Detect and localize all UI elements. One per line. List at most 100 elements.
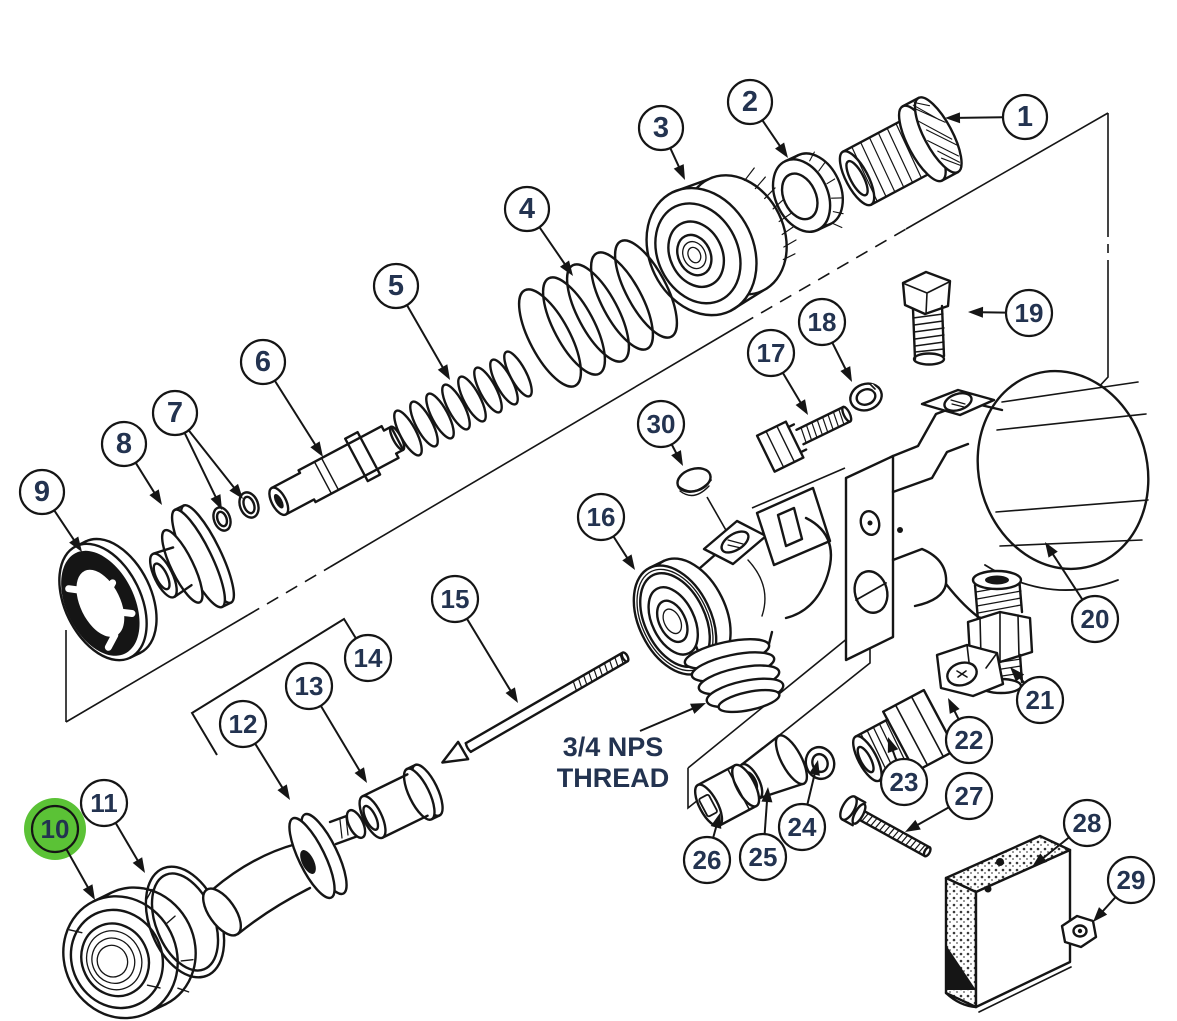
callout-number: 20 [1081, 604, 1110, 634]
callout-17[interactable]: 17 [746, 328, 808, 415]
callout-21[interactable]: 21 [1010, 667, 1065, 725]
callout-circle [576, 492, 626, 542]
callout-10[interactable]: 10 [24, 798, 95, 900]
part-20-graphic [844, 369, 1150, 662]
callout-number: 28 [1073, 808, 1102, 838]
callout-circle [1015, 675, 1065, 725]
thread-label-line1: 3/4 NPS [563, 732, 664, 762]
callout-number: 5 [388, 270, 404, 302]
callout-11[interactable]: 11 [79, 778, 145, 873]
callout-4[interactable]: 4 [503, 185, 573, 276]
callout-circle [30, 804, 80, 854]
part-30-graphic [676, 467, 712, 497]
part-8-graphic [148, 503, 236, 609]
leader-arrowhead [809, 760, 820, 776]
leader-line [639, 707, 695, 732]
leader-line [114, 822, 140, 863]
callout-1[interactable]: 1 [945, 93, 1049, 141]
callout-number: 26 [693, 845, 722, 875]
leader-arrowhead [968, 306, 984, 318]
callout-8[interactable]: 8 [100, 420, 162, 505]
part-1-graphic [838, 96, 963, 207]
callout-number: 30 [647, 409, 676, 439]
callout-circle [284, 661, 334, 711]
callout-number: 22 [955, 725, 984, 755]
leader-arrowhead [1045, 542, 1058, 558]
callout-28[interactable]: 28 [1032, 798, 1112, 867]
boundary-lines [65, 112, 1109, 921]
leader-line [1041, 836, 1070, 860]
callout-number: 19 [1015, 298, 1044, 328]
callout-number: 14 [354, 643, 383, 673]
callout-number: 11 [90, 788, 118, 818]
leader-arrowhead [132, 857, 145, 873]
leader-arrowhead [1032, 853, 1048, 867]
callout-circle [1001, 93, 1049, 141]
callout-20[interactable]: 20 [1045, 542, 1120, 644]
leader-arrowhead [905, 819, 921, 832]
part-19-graphic [901, 270, 952, 366]
part-24-graphic [804, 745, 836, 781]
callout-26[interactable]: 26 [682, 813, 732, 885]
callout-16[interactable]: 16 [576, 492, 635, 570]
callout-18[interactable]: 18 [797, 297, 852, 382]
leader-line [273, 380, 317, 447]
callout-6[interactable]: 6 [239, 338, 323, 457]
callout-number: 24 [788, 812, 817, 842]
leader-arrowhead [69, 536, 82, 552]
callout-7[interactable]: 7 [151, 389, 243, 510]
callout-3[interactable]: 3 [637, 104, 685, 180]
callout-number: 17 [757, 338, 786, 368]
leader-arrowhead [1093, 907, 1108, 922]
part-6-graphic [268, 424, 406, 517]
part-5-graphic [393, 350, 533, 457]
callout-circle [746, 328, 796, 378]
callout-circle [637, 104, 685, 152]
leader-line [1051, 552, 1084, 601]
callout-14[interactable]: 14 [190, 617, 393, 756]
leader-line [466, 618, 513, 693]
callout-25[interactable]: 25 [738, 787, 788, 882]
callout-23[interactable]: 23 [879, 737, 929, 807]
leader-arrowhead [229, 483, 243, 499]
leader-line [781, 372, 803, 405]
callout-9[interactable]: 9 [18, 468, 82, 552]
part-9-graphic [58, 537, 158, 662]
callout-number: 16 [587, 502, 616, 532]
leader-arrowhead [1010, 667, 1025, 682]
callout-15[interactable]: 15 [430, 574, 518, 703]
part-2-graphic [771, 151, 844, 233]
leader-line [957, 116, 1004, 119]
callout-24[interactable]: 24 [777, 760, 827, 852]
leader-arrowhead [690, 703, 706, 714]
callout-circle [503, 185, 551, 233]
callout-19[interactable]: 19 [968, 288, 1054, 338]
leader-line [406, 304, 445, 370]
leader-arrowhead [559, 260, 573, 276]
callout-29[interactable]: 29 [1093, 855, 1156, 922]
part-17-graphic [755, 405, 853, 473]
callout-number: 23 [890, 767, 919, 797]
leader-line [53, 509, 76, 542]
leader-arrowhead [82, 884, 95, 900]
callout-12[interactable]: 12 [218, 699, 290, 800]
callout-5[interactable]: 5 [372, 262, 450, 380]
part-16-graphic [632, 486, 833, 714]
valve-to-bracket-line [751, 467, 846, 509]
callout-13[interactable]: 13 [284, 661, 367, 783]
part-18-graphic [849, 382, 883, 412]
callout-27[interactable]: 27 [905, 771, 994, 832]
callout-22[interactable]: 22 [944, 698, 994, 765]
leader-arrowhead [437, 364, 450, 380]
callout-2[interactable]: 2 [726, 78, 788, 158]
axis-line-main-dash2 [741, 228, 907, 325]
part-13-graphic [358, 763, 444, 840]
callout-number: 4 [519, 193, 535, 225]
callout-30[interactable]: 30 [636, 399, 686, 466]
part-3-graphic [645, 167, 797, 317]
leader-arrowhead [210, 494, 222, 510]
part-15-graphic [441, 651, 630, 764]
callout-circle [343, 633, 393, 683]
callout-number: 3 [653, 112, 669, 144]
